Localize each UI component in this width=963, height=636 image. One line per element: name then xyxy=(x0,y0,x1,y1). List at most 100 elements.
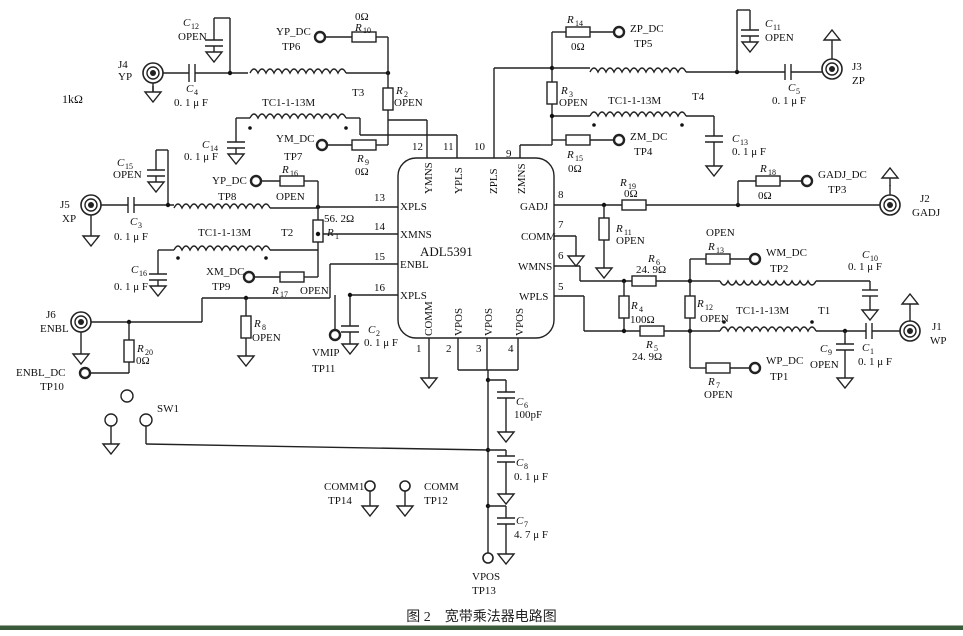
j1-label: J1 xyxy=(932,321,942,333)
pin-ymns-label: YMNS xyxy=(423,162,435,194)
sw1-label: SW1 xyxy=(157,403,179,415)
r10-sub: 10 xyxy=(363,26,371,35)
c4-label: C xyxy=(186,83,194,95)
connector-j5 xyxy=(80,194,102,216)
c12-value: OPEN xyxy=(178,31,207,43)
c7-value: 4. 7 μ F xyxy=(514,529,548,541)
tp8-label: TP8 xyxy=(218,191,237,203)
ground-symbol xyxy=(595,261,613,279)
c5-sub: 5 xyxy=(796,87,800,96)
r16-sub: 16 xyxy=(290,169,298,178)
pin-16-num: 16 xyxy=(374,282,386,294)
test-point-tp10 xyxy=(78,366,92,380)
r15-label: R xyxy=(566,149,574,161)
r11-sub: 11 xyxy=(624,228,632,237)
c9-value: OPEN xyxy=(810,359,839,371)
c8-sub: 8 xyxy=(524,462,528,471)
test-point-tp8 xyxy=(249,174,263,188)
c13-value: 0. 1 μ F xyxy=(732,146,766,158)
pin-1-num: 1 xyxy=(416,343,422,355)
t3-model: TC1-1-13M xyxy=(262,97,315,109)
pin-6-num: 6 xyxy=(558,250,564,262)
c14-sub: 14 xyxy=(210,144,218,153)
ground-symbol xyxy=(497,547,515,565)
switch-terminal xyxy=(120,389,134,403)
switch-terminal xyxy=(139,413,153,427)
pin-vpos2-label: VPOS xyxy=(453,308,465,336)
pin-xpls2-label: XPLS xyxy=(400,290,427,302)
wp-dc-label: WP_DC xyxy=(766,355,803,367)
c5-value: 0. 1 μ F xyxy=(772,95,806,107)
c1-label: C xyxy=(862,342,870,354)
power-arrow xyxy=(823,29,841,49)
yp-dc-mid-label: YP_DC xyxy=(212,175,247,187)
pin-11-num: 11 xyxy=(443,141,454,153)
c1-sub: 1 xyxy=(870,347,874,356)
r7-sub: 7 xyxy=(716,381,720,390)
ground-symbol xyxy=(102,437,120,455)
test-point-tp4 xyxy=(612,133,626,147)
pin-9-num: 9 xyxy=(506,148,512,160)
tp9-label: TP9 xyxy=(212,281,231,293)
c2-sub: 2 xyxy=(376,329,380,338)
j4-label: J4 xyxy=(118,59,128,71)
z-output-section: R 14 0Ω ZP_DC TP5 C 11 OPEN C 5 0. 1 μ F… xyxy=(494,9,865,177)
connector-j1 xyxy=(899,320,921,342)
c3-value: 0. 1 μ F xyxy=(114,231,148,243)
c16-label: C xyxy=(131,264,139,276)
test-point-tp12 xyxy=(399,480,411,492)
gain-adjust-section: R 19 0Ω R 11 OPEN R 18 0Ω GADJ_DC TP3 J2… xyxy=(567,163,941,279)
c16-value: 0. 1 μ F xyxy=(114,281,148,293)
r19-value: 0Ω xyxy=(624,188,638,200)
vmip-label: VMIP xyxy=(312,347,340,359)
test-point-tp6 xyxy=(313,30,327,44)
c5-label: C xyxy=(788,82,796,94)
c11-value: OPEN xyxy=(765,32,794,44)
c2-label: C xyxy=(368,324,376,336)
pin-zmns-label: ZMNS xyxy=(516,163,528,194)
j6-label: J6 xyxy=(46,309,56,321)
test-point-tp14 xyxy=(364,480,376,492)
r8-label: R xyxy=(253,318,261,330)
zm-dc-label: ZM_DC xyxy=(630,131,667,143)
connector-j4 xyxy=(142,62,164,84)
ground-symbol xyxy=(147,175,165,193)
pin-14-num: 14 xyxy=(374,221,386,233)
connector-j3 xyxy=(821,58,843,80)
resistance-note: 1kΩ xyxy=(62,92,83,106)
r13-value: OPEN xyxy=(706,227,735,239)
ground-symbol xyxy=(205,45,223,63)
t2-model: TC1-1-13M xyxy=(198,227,251,239)
r20-sub: 20 xyxy=(145,348,153,357)
r20-value: 0Ω xyxy=(136,355,150,367)
r8-sub: 8 xyxy=(262,323,266,332)
r19-sub: 19 xyxy=(628,182,636,191)
test-point-tp9 xyxy=(242,270,256,284)
transformer-t1-secondary xyxy=(719,280,817,286)
r17-label: R xyxy=(271,285,279,297)
tp10-label: TP10 xyxy=(40,381,64,393)
c10-label: C xyxy=(862,249,870,261)
ground-symbol xyxy=(741,35,759,53)
tp7-label: TP7 xyxy=(284,151,303,163)
c8-label: C xyxy=(516,457,524,469)
ground-symbol xyxy=(396,499,414,517)
c16-sub: 16 xyxy=(139,269,147,278)
c6-sub: 6 xyxy=(524,401,528,410)
switch-terminal xyxy=(104,413,118,427)
tp3-label: TP3 xyxy=(828,184,847,196)
c7-sub: 7 xyxy=(524,520,528,529)
r10-label: R xyxy=(354,22,362,34)
test-point-tp1 xyxy=(748,361,762,375)
r19-label: R xyxy=(619,177,627,189)
zp-label: ZP xyxy=(852,75,865,87)
r5-value: 24. 9Ω xyxy=(632,351,662,363)
transformer-t2-primary xyxy=(173,203,271,209)
pin-vpos4-label: VPOS xyxy=(514,308,526,336)
c12-label: C xyxy=(183,17,191,29)
r14-label: R xyxy=(566,14,574,26)
pin-7-num: 7 xyxy=(558,219,564,231)
pin-vpos3-label: VPOS xyxy=(483,308,495,336)
r15-sub: 15 xyxy=(575,154,583,163)
ground-symbol xyxy=(497,425,515,443)
